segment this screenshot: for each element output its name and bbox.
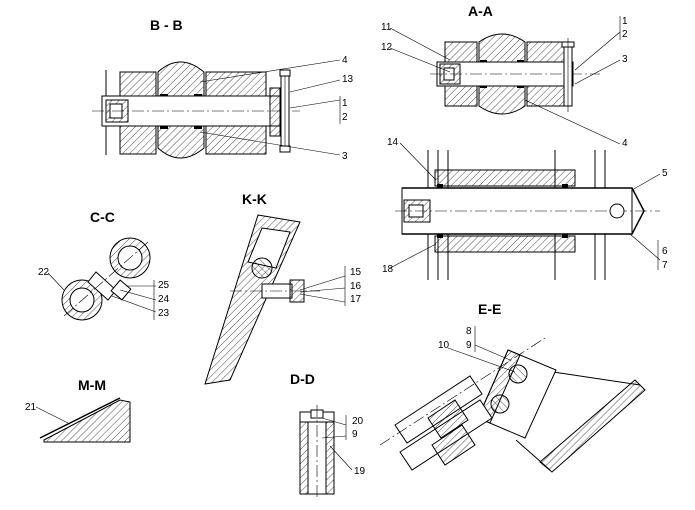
view-kk-title: K-K xyxy=(242,191,267,207)
view-aa-title: A-A xyxy=(468,3,493,19)
view-dd: D-D 20 9 19 xyxy=(290,371,366,500)
view-mm-title: M-M xyxy=(78,377,106,393)
view-cc: C-C 22 25 24 23 xyxy=(38,209,170,321)
label-bb-3: 3 xyxy=(342,151,348,162)
label-ee-9: 9 xyxy=(466,340,472,351)
view-bb-title: B - B xyxy=(150,17,183,33)
label-aa-5: 5 xyxy=(662,168,668,179)
label-aa-3: 3 xyxy=(622,54,628,65)
view-ee: E-E 8 9 10 xyxy=(379,301,646,473)
label-ee-8: 8 xyxy=(466,326,472,337)
label-cc-24: 24 xyxy=(158,294,170,305)
view-bb: B - B 4 13 1 2 3 xyxy=(92,17,354,162)
label-aa-4: 4 xyxy=(622,138,628,149)
label-aa-18: 18 xyxy=(382,264,394,275)
label-dd-9: 9 xyxy=(352,429,358,440)
label-cc-23: 23 xyxy=(158,308,170,319)
label-bb-13: 13 xyxy=(342,74,354,85)
label-ee-10: 10 xyxy=(438,340,450,351)
label-kk-17: 17 xyxy=(350,294,362,305)
label-aa-14: 14 xyxy=(387,137,399,148)
label-mm-21: 21 xyxy=(25,402,37,413)
label-aa-1: 1 xyxy=(622,16,628,27)
label-cc-22: 22 xyxy=(38,267,50,278)
label-aa-2: 2 xyxy=(622,29,628,40)
label-aa-7: 7 xyxy=(662,260,668,271)
label-cc-25: 25 xyxy=(158,280,170,291)
label-aa-6: 6 xyxy=(662,246,668,257)
label-aa-12: 12 xyxy=(381,42,393,53)
label-kk-15: 15 xyxy=(350,267,362,278)
label-aa-11: 11 xyxy=(381,22,392,33)
view-kk: K-K 15 16 17 xyxy=(204,191,362,385)
label-dd-20: 20 xyxy=(352,416,364,427)
view-ee-title: E-E xyxy=(478,301,501,317)
view-mm: M-M 21 xyxy=(25,377,131,443)
view-aa: A-A 11 12 1 2 3 4 xyxy=(381,3,668,280)
view-dd-title: D-D xyxy=(290,371,315,387)
label-bb-4: 4 xyxy=(342,55,348,66)
label-bb-2: 2 xyxy=(342,112,348,123)
label-kk-16: 16 xyxy=(350,281,362,292)
view-cc-title: C-C xyxy=(90,209,115,225)
label-bb-1: 1 xyxy=(342,98,348,109)
label-dd-19: 19 xyxy=(354,466,366,477)
